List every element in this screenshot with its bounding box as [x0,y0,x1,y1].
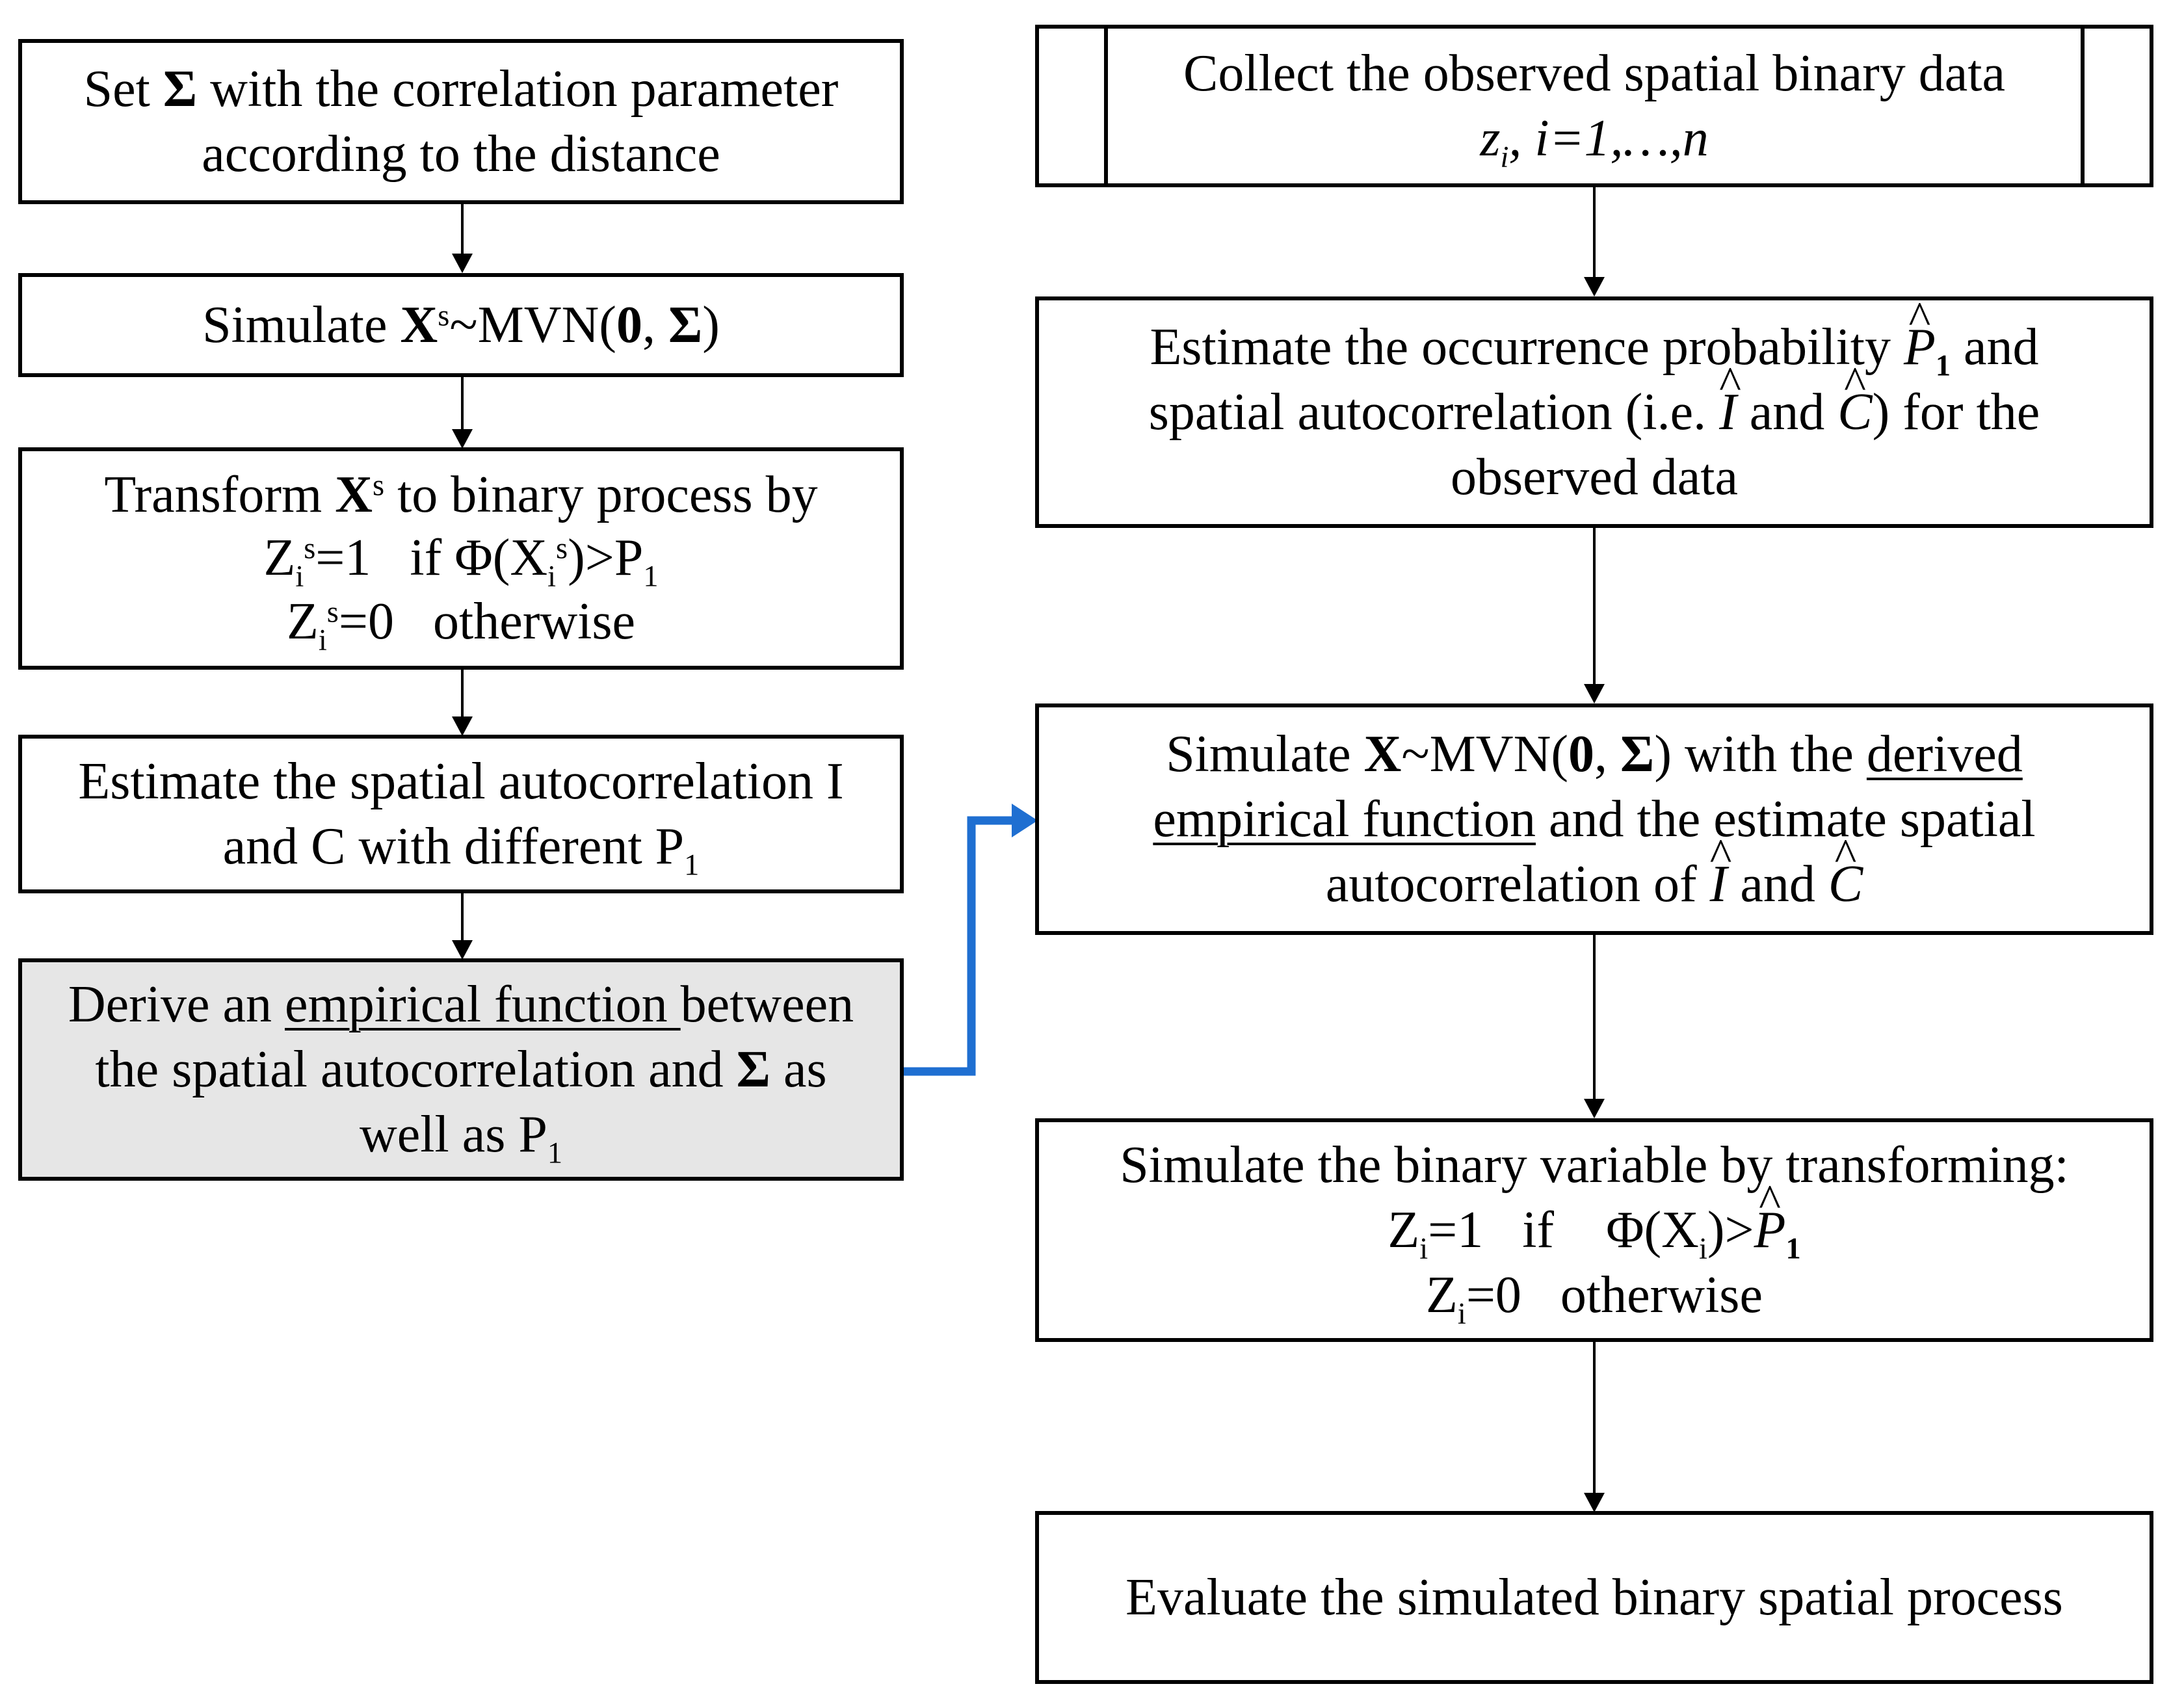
arrow-estimate-to-derive [452,892,473,960]
arrow-transform-to-estimate [452,668,473,736]
collect-line-2: zi, i=1,…,n [1480,110,1709,174]
transform-box: Transform Xs to binary process by Zis=1 … [18,447,904,670]
set-sigma-box: Set Σ with the correlation parameter acc… [18,39,904,204]
estimate-probability-box: Estimate the occurrence probability P1 a… [1035,289,2153,528]
c-hat-symbol: C [1837,354,1873,445]
estimate-ic-line-1: Estimate the spatial autocorrelation I [78,753,844,810]
arrow-set-to-simulate [452,203,473,273]
simulate-xs-box: Simulate Xs~MVN(0, Σ) [18,273,904,377]
i-hat-symbol: I [1710,826,1728,917]
estimate-p-line-2: spatial autocorrelation (i.e. I and C) f… [1149,354,2040,445]
derive-line-1: Derive an empirical function between [68,976,854,1033]
collect-data-box: Collect the observed spatial binary data… [1035,25,2153,187]
derive-line-2: the spatial autocorrelation and Σ as [95,1041,827,1098]
predefined-process-bar-left [1104,29,1108,183]
simulate-binary-box: Simulate the binary variable by transfor… [1035,1118,2153,1342]
transform-line-2: Zis=1 if Φ(Xis)>P1 [263,529,659,594]
estimate-p-line-3: observed data [1450,449,1739,506]
simulate-binary-line-1: Simulate the binary variable by transfor… [1120,1136,2069,1194]
c-hat-symbol: C [1828,826,1863,917]
simulate-binary-line-3: Zi=0 otherwise [1426,1267,1763,1331]
simulate-x-box: Simulate X~MVN(0, Σ) with the derived em… [1035,703,2153,935]
derive-empirical-function-box: Derive an empirical function between the… [18,958,904,1181]
simulate-x-line-1: Simulate X~MVN(0, Σ) with the derived [1166,726,2023,783]
p-hat-symbol: P [1904,289,1936,380]
simulate-binary-line-2: Zi=1 if Φ(Xi)>P1 [1388,1172,1800,1264]
simulate-xs-line: Simulate Xs~MVN(0, Σ) [202,296,720,354]
arrow-binary-to-evaluate [1584,1341,1605,1512]
estimate-p-line-1: Estimate the occurrence probability P1 a… [1150,289,2038,381]
transform-line-1: Transform Xs to binary process by [104,466,818,523]
derive-line-3: well as P1 [359,1106,563,1170]
transform-line-3: Zis=0 otherwise [287,592,635,657]
set-sigma-line-2: according to the distance [202,125,720,183]
arrow-simulate-x-to-binary [1584,934,1605,1118]
arrow-simulate-to-transform [452,376,473,449]
evaluate-line: Evaluate the simulated binary spatial pr… [1125,1569,2063,1626]
arrow-estimate-p-to-simulate-x [1584,527,1605,703]
simulate-x-line-2: empirical function and the estimate spat… [1153,791,2036,848]
collect-line-1: Collect the observed spatial binary data [1183,45,2006,102]
blue-elbow-connector [902,804,1038,1076]
i-hat-symbol: I [1719,354,1737,445]
evaluate-box: Evaluate the simulated binary spatial pr… [1035,1511,2153,1684]
set-sigma-line-1: Set Σ with the correlation parameter [83,60,839,118]
predefined-process-bar-right [2081,29,2085,183]
p-hat-symbol: P [1754,1172,1786,1263]
simulate-x-line-3: autocorrelation of I and C [1326,826,1863,917]
arrow-collect-to-estimate-p [1584,186,1605,296]
estimate-ic-box: Estimate the spatial autocorrelation I a… [18,735,904,893]
estimate-ic-line-2: and C with different P1 [222,818,700,882]
